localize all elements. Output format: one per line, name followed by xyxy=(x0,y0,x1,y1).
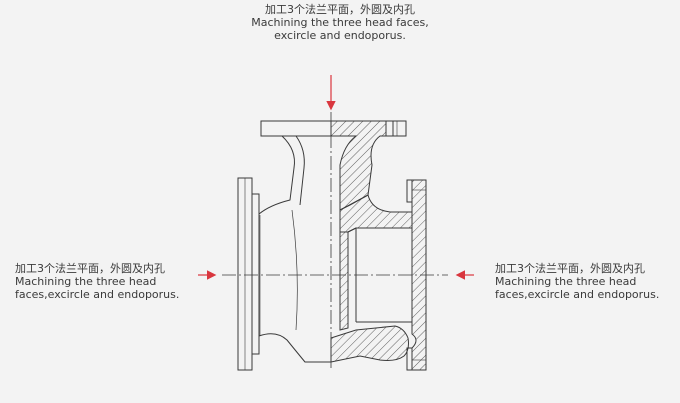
caption-top: 加工3个法兰平面，外圆及内孔 Machining the three head … xyxy=(215,3,465,42)
caption-left-zh: 加工3个法兰平面，外圆及内孔 xyxy=(15,262,165,275)
caption-left: 加工3个法兰平面，外圆及内孔 Machining the three head … xyxy=(15,262,179,301)
section-half xyxy=(330,120,427,371)
caption-right-en-line1: Machining the three head xyxy=(495,275,637,288)
caption-right: 加工3个法兰平面，外圆及内孔 Machining the three head … xyxy=(495,262,659,301)
caption-top-en-line1: Machining the three head faces, xyxy=(251,16,429,29)
exterior-half xyxy=(237,120,332,371)
caption-right-zh: 加工3个法兰平面，外圆及内孔 xyxy=(495,262,645,275)
caption-top-zh: 加工3个法兰平面，外圆及内孔 xyxy=(265,3,415,16)
caption-right-en-line2: faces,excircle and endoporus. xyxy=(495,288,660,301)
caption-left-en-line2: faces,excircle and endoporus. xyxy=(15,288,180,301)
caption-top-en-line2: excircle and endoporus. xyxy=(274,29,406,42)
machining-arrows xyxy=(198,75,474,280)
caption-left-en-line1: Machining the three head xyxy=(15,275,157,288)
